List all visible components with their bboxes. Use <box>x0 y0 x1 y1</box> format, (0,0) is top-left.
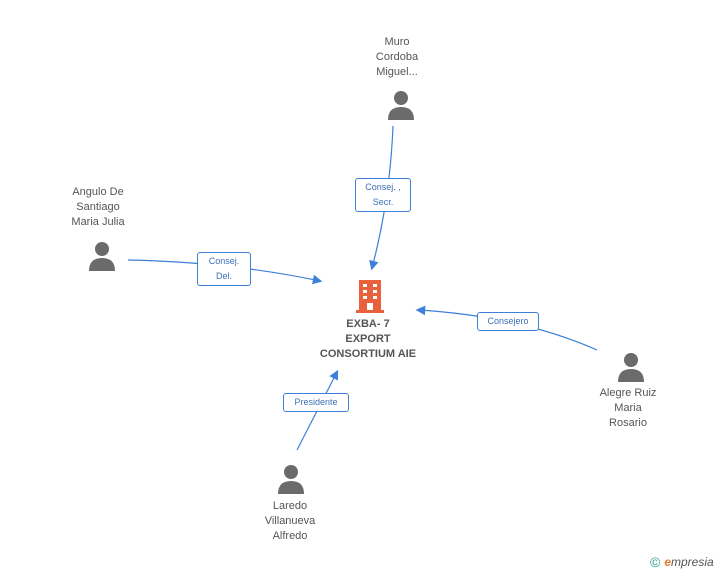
copyright-icon: © <box>650 554 661 570</box>
role-label-muro: Consej. , Secr. <box>355 178 411 212</box>
person-name-angulo[interactable]: Angulo De Santiago Maria Julia <box>71 186 125 228</box>
role-label-laredo: Presidente <box>283 393 349 412</box>
person-icon[interactable] <box>88 241 116 271</box>
person-icon[interactable] <box>617 352 645 382</box>
person-icon[interactable] <box>277 464 305 494</box>
person-name-laredo[interactable]: Laredo Villanueva Alfredo <box>264 500 316 542</box>
role-label-alegre: Consejero <box>477 312 539 331</box>
role-text: Consej. , Secr. <box>365 182 401 207</box>
person-icon[interactable] <box>387 90 415 120</box>
brand-logo: empresia <box>664 555 714 569</box>
role-text: Consej. Del. <box>208 256 240 281</box>
role-text: Consejero <box>487 316 529 326</box>
footer-brand[interactable]: © empresia <box>650 554 714 570</box>
role-text: Presidente <box>294 397 338 407</box>
person-name-muro[interactable]: Muro Cordoba Miguel... <box>375 36 419 78</box>
building-icon <box>356 280 384 313</box>
role-label-angulo: Consej. Del. <box>197 252 251 286</box>
person-name-alegre[interactable]: Alegre Ruiz Maria Rosario <box>599 387 657 429</box>
company-name[interactable]: EXBA- 7 EXPORT CONSORTIUM AIE <box>319 318 417 360</box>
